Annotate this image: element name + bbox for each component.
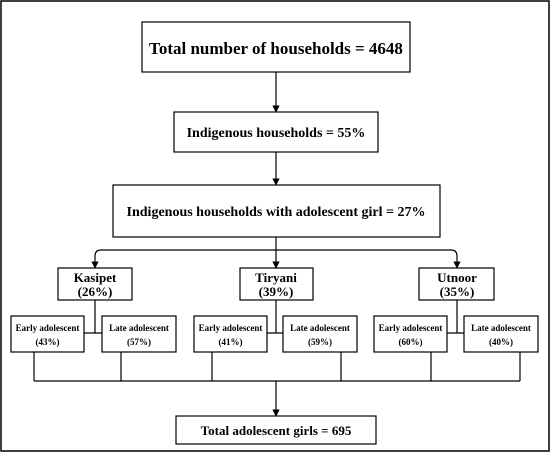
box-tiryani-late	[282, 315, 358, 353]
kasipet-split	[84, 300, 102, 334]
box-tiryani	[239, 267, 314, 301]
box-kasipet-early	[10, 315, 85, 353]
total-text: Total number of households = 4648	[149, 39, 403, 58]
tiryani-early-pct: (41%)	[219, 337, 243, 347]
box-final	[175, 415, 377, 445]
tiryani-late-label: Late adolescent	[290, 323, 350, 333]
tiryani-name: Tiryani	[255, 270, 297, 285]
utnoor-split	[447, 300, 464, 334]
utnoor-late-label: Late adolescent	[471, 323, 531, 333]
connectors	[33, 72, 521, 417]
kasipet-pct: (26%)	[78, 284, 113, 299]
boxes	[10, 21, 539, 445]
box-with-girl	[112, 184, 441, 238]
final-text: Total adolescent girls = 695	[201, 423, 352, 438]
box-utnoor	[418, 267, 495, 301]
box-utnoor-early	[373, 315, 448, 353]
box-tiryani-early	[193, 315, 268, 353]
box-kasipet-late	[101, 315, 177, 353]
tiryani-split	[267, 300, 283, 334]
box-kasipet	[57, 267, 133, 301]
kasipet-name: Kasipet	[74, 270, 117, 285]
utnoor-late-pct: (40%)	[489, 337, 513, 347]
kasipet-late-label: Late adolescent	[109, 323, 169, 333]
indigenous-text: Indigenous households = 55%	[187, 126, 366, 141]
branch-utnoor	[276, 249, 461, 269]
with-girl-text: Indigenous households with adolescent gi…	[127, 205, 426, 220]
utnoor-early-pct: (60%)	[399, 337, 423, 347]
tiryani-late-pct: (59%)	[308, 337, 332, 347]
kasipet-late-pct: (57%)	[127, 337, 151, 347]
utnoor-pct: (35%)	[440, 284, 475, 299]
box-total	[141, 21, 411, 73]
box-utnoor-late	[463, 315, 539, 353]
tiryani-pct: (39%)	[259, 284, 294, 299]
kasipet-early-pct: (43%)	[36, 337, 60, 347]
utnoor-name: Utnoor	[437, 270, 477, 285]
tiryani-early-label: Early adolescent	[199, 323, 263, 333]
utnoor-early-label: Early adolescent	[379, 323, 443, 333]
box-indigenous	[173, 111, 379, 153]
branch-kasipet	[91, 249, 276, 269]
kasipet-early-label: Early adolescent	[16, 323, 80, 333]
